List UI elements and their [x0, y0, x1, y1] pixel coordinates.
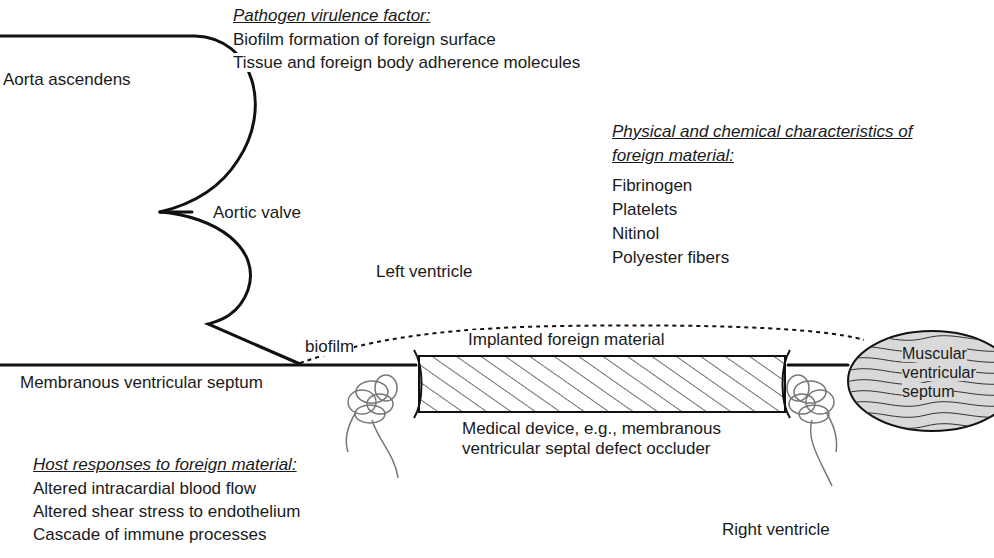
response-item: Altered intracardial blood flow: [33, 479, 256, 499]
device-label: Medical device, e.g., membranous ventric…: [462, 419, 721, 458]
biofilm-label: biofilm: [305, 337, 354, 357]
implant-heading: Implanted foreign material: [418, 330, 786, 350]
anatomy-label: Membranous ventricular septum: [20, 373, 263, 393]
section-heading: Physical and chemical characteristics of…: [612, 122, 912, 165]
anatomy-label: Aorta ascendens: [3, 70, 131, 89]
anatomy-label: Right ventricle: [722, 520, 830, 539]
response-item: Altered shear stress to endothelium: [33, 502, 300, 521]
anatomy-label: Aorta ascendens: [3, 70, 131, 90]
implant-heading: Implanted foreign material: [468, 330, 665, 349]
section-heading: Pathogen virulence factor:: [233, 6, 431, 25]
section-heading: Host responses to foreign material:: [33, 455, 297, 474]
anatomy-label: Left ventricle: [376, 262, 472, 282]
factor-item: Tissue and foreign body adherence molecu…: [233, 53, 580, 73]
material-item: Fibrinogen: [612, 176, 692, 196]
muscle-fibre: [846, 402, 994, 407]
material-item: Polyester fibers: [612, 248, 729, 267]
implant-box: Implanted foreign material: [418, 330, 786, 414]
section-heading: Host responses to foreign material:: [33, 453, 297, 477]
muscle-fibre: [846, 336, 994, 341]
anatomy-label: Aortic valve: [213, 203, 301, 223]
biofilm-label: biofilm: [305, 337, 354, 356]
factor-item: Tissue and foreign body adherence molecu…: [233, 53, 580, 72]
device-label: Medical device, e.g., membranous ventric…: [462, 419, 762, 460]
implant-rect: [419, 356, 785, 412]
aortic-wall: [0, 36, 255, 212]
response-item: Cascade of immune processes: [33, 525, 266, 545]
anatomy-label: Left ventricle: [376, 262, 472, 281]
material-item: Nitinol: [612, 224, 659, 243]
occluder-disc: [783, 350, 791, 418]
factor-item: Biofilm formation of foreign surface: [233, 30, 496, 50]
material-item: Nitinol: [612, 224, 659, 244]
occluder-disc: [414, 350, 422, 418]
muscle-fibres: [846, 336, 994, 429]
septum-ellipse: Muscular ventricular septum: [846, 330, 994, 432]
section-heading: Pathogen virulence factor:: [233, 4, 431, 28]
muscle-fibre: [846, 413, 994, 418]
anatomy-label: Membranous ventricular septum: [20, 373, 263, 392]
aortic-wall: [160, 212, 300, 364]
anatomy-label: Right ventricle: [722, 520, 830, 540]
muscle-fibre: [846, 424, 994, 429]
aortic-valve-leaflet: [160, 211, 192, 214]
factor-item: Biofilm formation of foreign surface: [233, 30, 496, 49]
response-item: Altered intracardial blood flow: [33, 479, 256, 498]
septum-text: Muscular ventricular septum: [846, 330, 988, 402]
material-item: Platelets: [612, 200, 677, 220]
septum-text: Muscular ventricular septum: [902, 345, 976, 400]
material-item: Platelets: [612, 200, 677, 219]
response-item: Altered shear stress to endothelium: [33, 502, 300, 522]
anatomy-label: Aortic valve: [213, 203, 301, 222]
response-item: Cascade of immune processes: [33, 525, 266, 544]
section-heading: Physical and chemical characteristics of…: [612, 120, 957, 168]
material-item: Polyester fibers: [612, 248, 729, 268]
septum-line: [788, 364, 848, 367]
membranous-septum-line: [0, 364, 416, 367]
material-item: Fibrinogen: [612, 176, 692, 195]
